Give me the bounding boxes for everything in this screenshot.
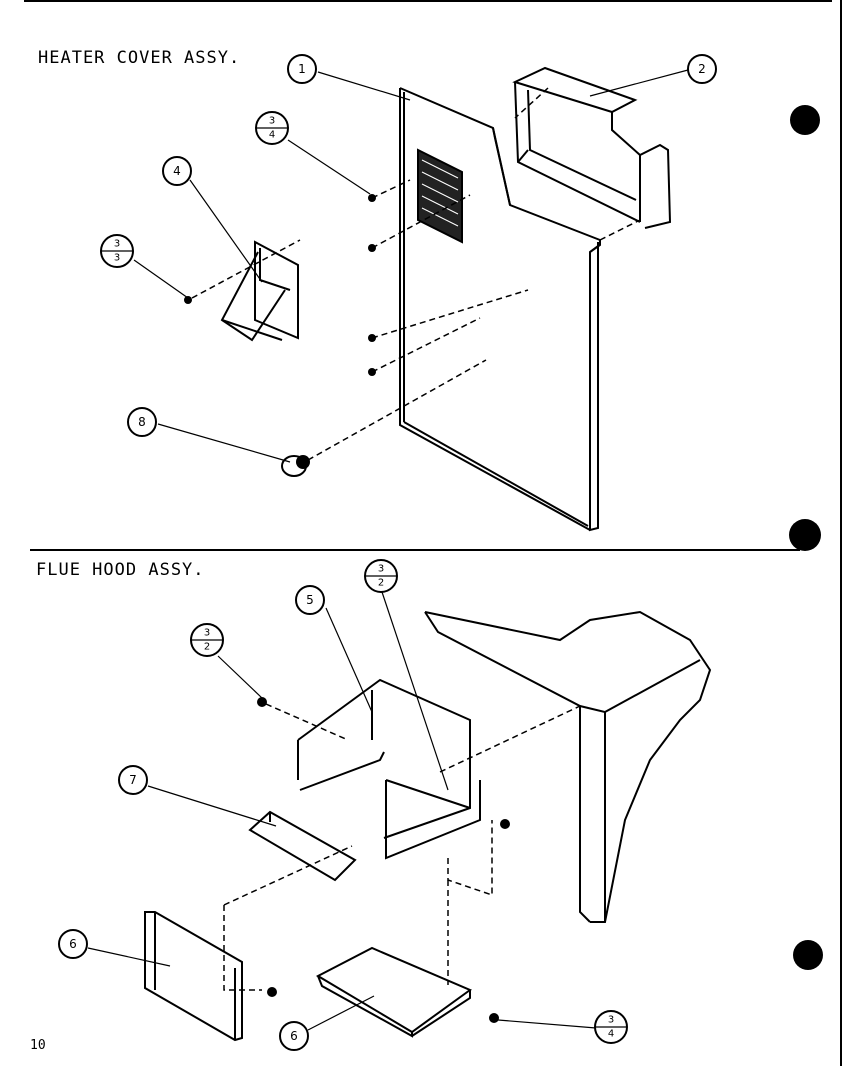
heater-cover-panel [399,87,601,532]
flue-baffle [248,810,357,882]
callout-3-2-right-num: 3 [378,564,384,575]
callout-3-2-right: 3 2 [364,559,398,593]
wall-sleeve-cap [220,240,299,342]
heater-cover-title: HEATER COVER ASSY. [38,48,241,68]
callout-7: 7 [118,765,148,795]
frame-top-border [24,0,832,2]
callout-3-3: 3 3 [100,234,134,268]
callout-3-4-bottom: 3 4 [594,1010,628,1044]
callout-2: 2 [687,54,717,84]
callout-3-4-top-den: 4 [269,130,275,141]
screws [184,194,376,376]
registration-dot [790,105,820,135]
callout-4-label: 4 [173,164,181,178]
callout-6-side-label: 6 [69,937,77,951]
page-number: 10 [30,1038,46,1053]
callout-3-2-left-num: 3 [204,628,210,639]
callout-leaders [133,69,689,463]
callout-1: 1 [287,54,317,84]
frame-right-border [840,0,842,1066]
callout-3-3-num: 3 [114,239,120,250]
knob [281,455,310,477]
registration-dot [793,940,823,970]
callout-8: 8 [127,407,157,437]
callout-3-4-top: 3 4 [255,111,289,145]
callout-6-tray-label: 6 [290,1029,298,1043]
inner-flue-bracket [297,678,481,860]
callout-6-side: 6 [58,929,88,959]
callout-3-4-bottom-num: 3 [608,1015,614,1026]
flue-side-panel [144,911,243,1042]
flue-callout-leaders [87,591,597,1031]
callout-6-tray: 6 [279,1021,309,1051]
callout-1-label: 1 [298,62,306,76]
callout-7-label: 7 [129,773,137,787]
callout-3-4-top-num: 3 [269,116,275,127]
heater-cover-top-bracket [512,66,672,229]
dashed-leader-lines [191,87,641,461]
vent-grille [417,148,463,244]
callout-2-label: 2 [698,62,706,76]
flue-dashed-leader-lines [223,703,581,991]
callout-3-2-left: 3 2 [190,623,224,657]
registration-dot [789,519,821,551]
callout-5-label: 5 [306,593,314,607]
flue-hood [424,610,712,923]
callout-3-2-right-den: 2 [378,578,384,589]
callout-4: 4 [162,156,192,186]
callout-5: 5 [295,585,325,615]
flue-screws [257,697,510,1023]
flue-hood-title: FLUE HOOD ASSY. [36,560,205,580]
callout-3-4-bottom-den: 4 [608,1029,614,1040]
flue-bottom-tray [315,946,473,1038]
callout-3-2-left-den: 2 [204,642,210,653]
callout-8-label: 8 [138,415,146,429]
callout-3-3-den: 3 [114,253,120,264]
